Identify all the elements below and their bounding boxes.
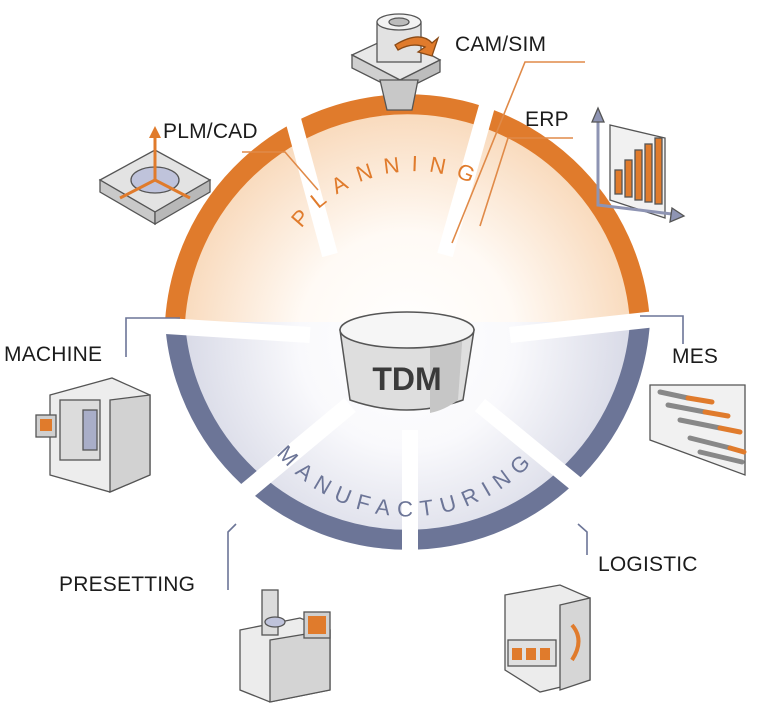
label-presetting: PRESETTING [59,573,196,596]
tdm-label: TDM [372,361,441,397]
plm-cad-part-icon [98,126,212,226]
connector-plm-cad [242,151,319,191]
tdm-database-icon: TDM [339,311,475,413]
connector-erp [479,137,573,227]
connector-presetting [227,523,237,590]
erp-chart-icon [591,106,686,224]
label-cam-sim: CAM/SIM [455,33,547,56]
label-plm-cad: PLM/CAD [163,120,258,143]
connector-logistic [577,523,588,555]
connectors [125,61,684,590]
label-logistic: LOGISTIC [598,553,698,576]
connector-mes [640,315,684,344]
connector-machine [125,317,180,357]
ring-separators [149,57,666,620]
cam-sim-part-icon [350,13,442,111]
logistic-cabinet-icon [504,584,591,693]
label-erp: ERP [525,108,569,131]
label-machine: MACHINE [4,343,103,366]
machine-icon [35,377,151,493]
presetting-device-icon [239,589,331,703]
label-mes: MES [672,345,719,368]
connector-cam-sim [451,61,585,244]
mes-board-icon [649,384,747,476]
